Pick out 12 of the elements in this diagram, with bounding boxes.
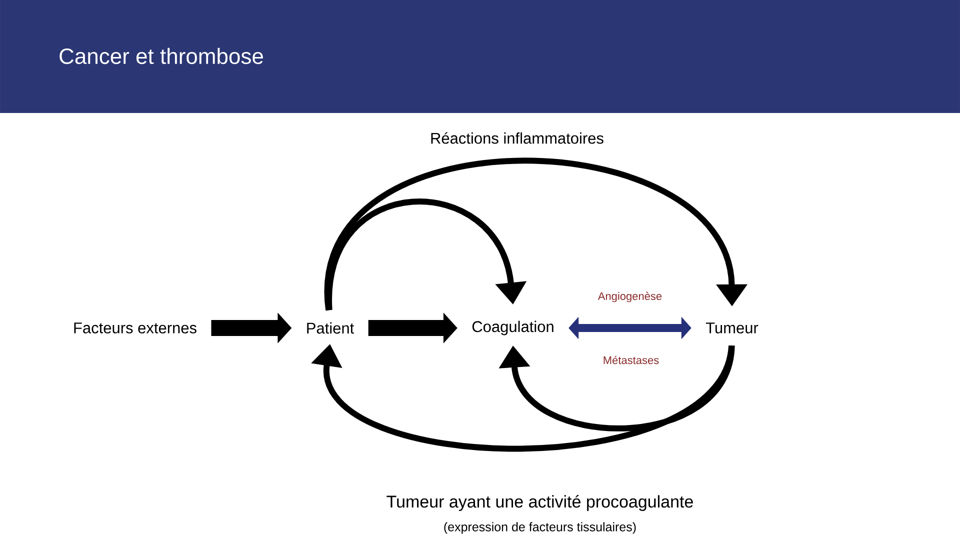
node-label: Tumeur bbox=[706, 322, 758, 334]
edge-label: Angiogenèse bbox=[598, 292, 662, 302]
curved-arrow bbox=[498, 345, 735, 432]
node-label: Patient bbox=[307, 322, 354, 334]
note-label: (expression de facteurs tissulaires) bbox=[444, 522, 636, 534]
caption-label: Tumeur ayant une activité procoagulante bbox=[386, 494, 693, 512]
heading-label: Réactions inflammatoires bbox=[431, 132, 604, 144]
node-label: Facteurs externes bbox=[74, 322, 196, 334]
curved-arrow bbox=[326, 158, 748, 310]
title-banner: Cancer et thrombose bbox=[0, 0, 960, 113]
node-label: Coagulation bbox=[472, 320, 554, 336]
arrow-caption: Métastases bbox=[604, 356, 659, 364]
